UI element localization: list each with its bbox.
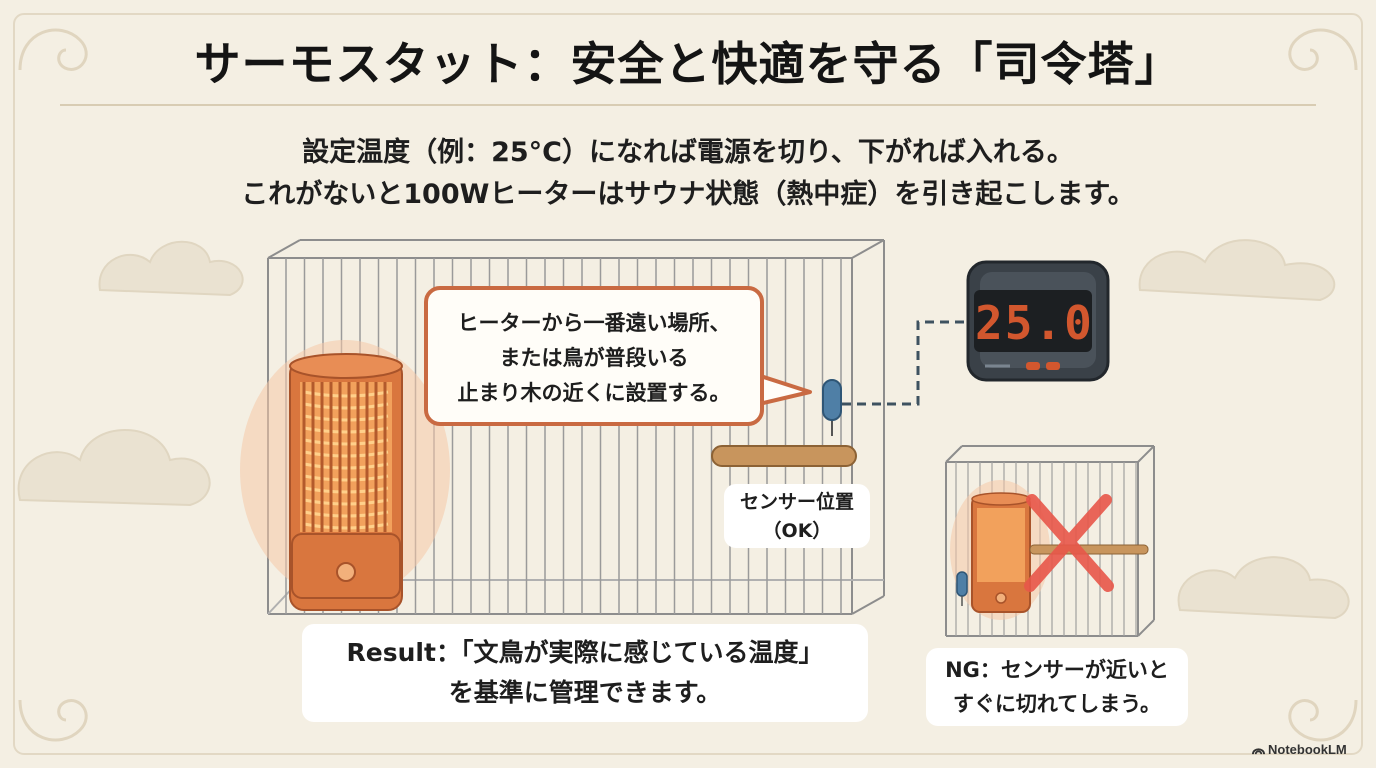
sensor-position-label: センサー位置 （OK）	[724, 484, 870, 548]
subtitle-line-2: これがないと100Wヒーターはサウナ状態（熱中症）を引き起こします。	[241, 179, 1135, 210]
result-line-2: を基準に管理できます。	[448, 678, 722, 707]
thermostat-device-icon	[966, 260, 1110, 382]
ng-heater-icon	[950, 480, 1050, 620]
brand-label: NotebookLM	[1268, 742, 1347, 757]
callout-line-3: 止まり木の近くに設置する。	[457, 381, 731, 405]
callout-line-1: ヒーターから一番遠い場所、	[457, 311, 731, 335]
ng-perch	[1029, 544, 1149, 555]
result-line-1: Result：「文鳥が実際に感じている温度」	[346, 638, 824, 667]
ng-line-2: すぐに切れてしまう。	[952, 692, 1162, 716]
corner-swirl-icon	[18, 28, 1358, 742]
heater-icon	[240, 340, 450, 611]
sensor-label-line-1: センサー位置	[739, 491, 854, 513]
title-divider	[60, 104, 1316, 106]
ng-line-1: NG：センサーが近いと	[945, 658, 1169, 682]
ng-sensor-icon	[956, 571, 968, 606]
perch	[711, 445, 857, 467]
ng-box: NG：センサーが近いと すぐに切れてしまう。	[926, 648, 1188, 726]
sensor-cable	[842, 320, 965, 406]
callout-line-2: または鳥が普段いる	[499, 346, 689, 370]
thermostat-readout: 25.0	[975, 296, 1094, 350]
result-box: Result：「文鳥が実際に感じている温度」 を基準に管理できます。	[302, 624, 868, 722]
page-title: サーモスタット：安全と快適を守る「司令塔」	[194, 37, 1182, 91]
placement-callout: ヒーターから一番遠い場所、 または鳥が普段いる 止まり木の近くに設置する。	[424, 286, 764, 426]
cloud-icon	[17, 239, 1350, 620]
notebooklm-logo-icon	[1252, 748, 1265, 755]
subtitle-line-1: 設定温度（例：25°C）になれば電源を切り、下がれば入れる。	[302, 137, 1074, 168]
sensor-label-line-2: （OK）	[762, 520, 832, 542]
ng-cross-icon	[1024, 494, 1114, 592]
sensor-probe-icon	[822, 379, 842, 436]
